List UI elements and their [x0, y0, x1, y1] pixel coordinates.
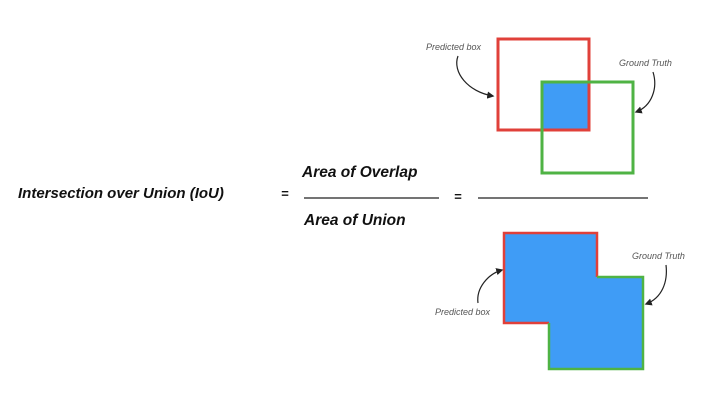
ground-truth-box — [540, 80, 635, 175]
predicted-arrow — [456, 55, 495, 99]
union-predicted-arrow — [477, 268, 504, 304]
overlap-diagram: Predicted box Ground Truth — [426, 37, 672, 175]
formula-numerator: Area of Overlap — [301, 164, 417, 181]
ground-truth-label: Ground Truth — [619, 58, 672, 68]
predicted-box-label: Predicted box — [426, 42, 482, 52]
equals-sign-1: = — [281, 186, 289, 201]
equals-sign-2: = — [454, 189, 462, 204]
union-ground-truth-arrow — [644, 264, 667, 306]
union-ground-truth-label: Ground Truth — [632, 251, 685, 261]
union-predicted-box-label: Predicted box — [435, 307, 491, 317]
predicted-box-outline — [502, 231, 599, 325]
union-diagram: Ground Truth Predicted box — [435, 231, 685, 371]
ground-truth-arrow — [634, 71, 656, 114]
ground-truth-outline — [547, 275, 645, 371]
formula-denominator: Area of Union — [303, 212, 406, 229]
overlap-area — [542, 82, 589, 130]
union-area — [504, 233, 643, 369]
formula-lhs: Intersection over Union (IoU) — [18, 185, 224, 202]
